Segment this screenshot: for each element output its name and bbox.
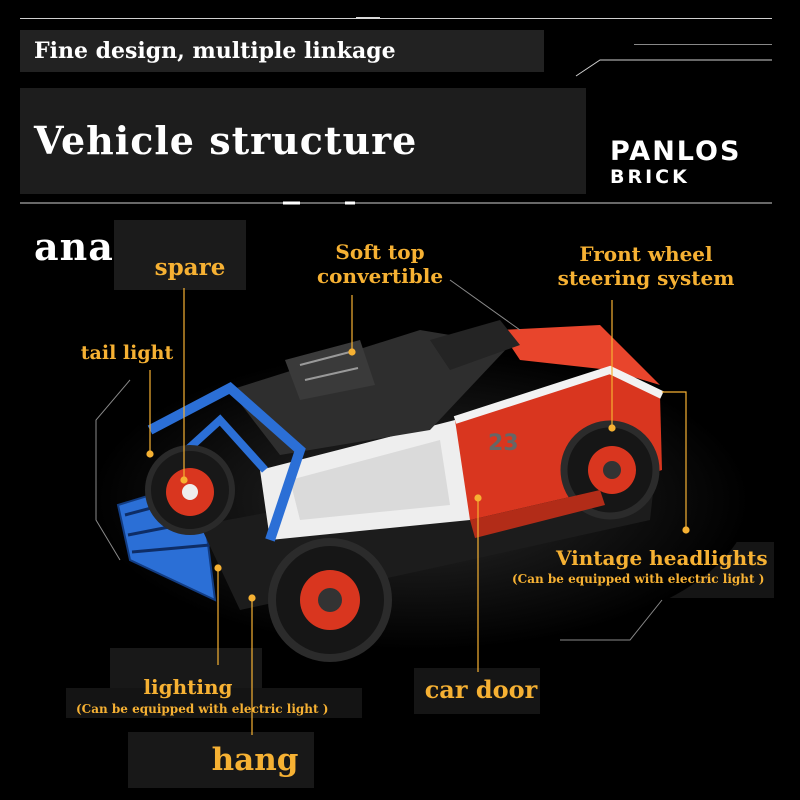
panel-hang xyxy=(128,732,314,788)
page-title: Vehicle structure analysis xyxy=(20,88,586,269)
label-lighting-note: (Can be equipped with electric light ) xyxy=(76,702,329,716)
top-divider xyxy=(20,18,772,19)
label-hang: hang xyxy=(211,742,299,778)
label-front-wheel-2: steering system xyxy=(557,266,735,290)
header-subtitle: Fine design, multiple linkage xyxy=(20,30,544,72)
label-headlights: Vintage headlights xyxy=(556,546,768,570)
label-tail-light: tail light xyxy=(80,342,174,364)
brand-logo: PANLOS BRICK xyxy=(610,136,742,189)
brand-line2: BRICK xyxy=(610,166,690,188)
vehicle-number: 23 xyxy=(488,431,519,456)
panel-lighting-note xyxy=(66,688,362,718)
panel-car-door xyxy=(414,668,540,714)
brand-line1: PANLOS xyxy=(610,136,742,167)
panel-spare xyxy=(114,220,246,290)
label-lighting: lighting xyxy=(143,675,233,699)
label-spare: spare xyxy=(154,254,226,281)
label-headlights-note: (Can be equipped with electric light ) xyxy=(512,572,765,586)
label-soft-top-2: convertible xyxy=(316,264,444,288)
right-divider xyxy=(634,44,772,45)
label-car-door: car door xyxy=(424,675,538,704)
top-dash xyxy=(356,17,380,19)
label-soft-top-1: Soft top xyxy=(335,240,425,264)
label-front-wheel-1: Front wheel xyxy=(579,242,713,266)
